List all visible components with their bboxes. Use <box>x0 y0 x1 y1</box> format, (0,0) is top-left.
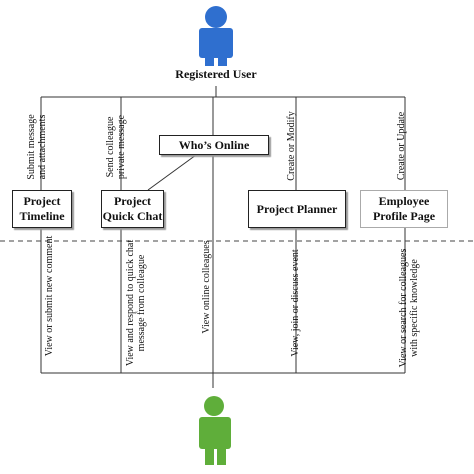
registered-user-label: Registered User <box>175 67 257 81</box>
top-user-icon <box>199 6 233 66</box>
label-create-or-update: Create or Update <box>396 111 407 181</box>
project-quick-chat-box[interactable]: Project Quick Chat <box>101 190 164 228</box>
label-view-online-colleagues: View online colleagues <box>201 240 212 334</box>
label-view-join-discuss: View, join or discuss event <box>290 249 301 357</box>
employee-profile-box[interactable]: Employee Profile Page <box>360 190 448 228</box>
bottom-user-icon <box>199 396 231 465</box>
project-planner-box[interactable]: Project Planner <box>248 190 346 228</box>
project-timeline-box[interactable]: Project Timeline <box>12 190 72 228</box>
label-create-or-modify: Create or Modify <box>286 111 297 181</box>
label-view-submit-comment: View or submit new comment <box>44 235 55 357</box>
whos-online-box[interactable]: Who’s Online <box>159 135 269 155</box>
connector-lines <box>40 86 406 388</box>
